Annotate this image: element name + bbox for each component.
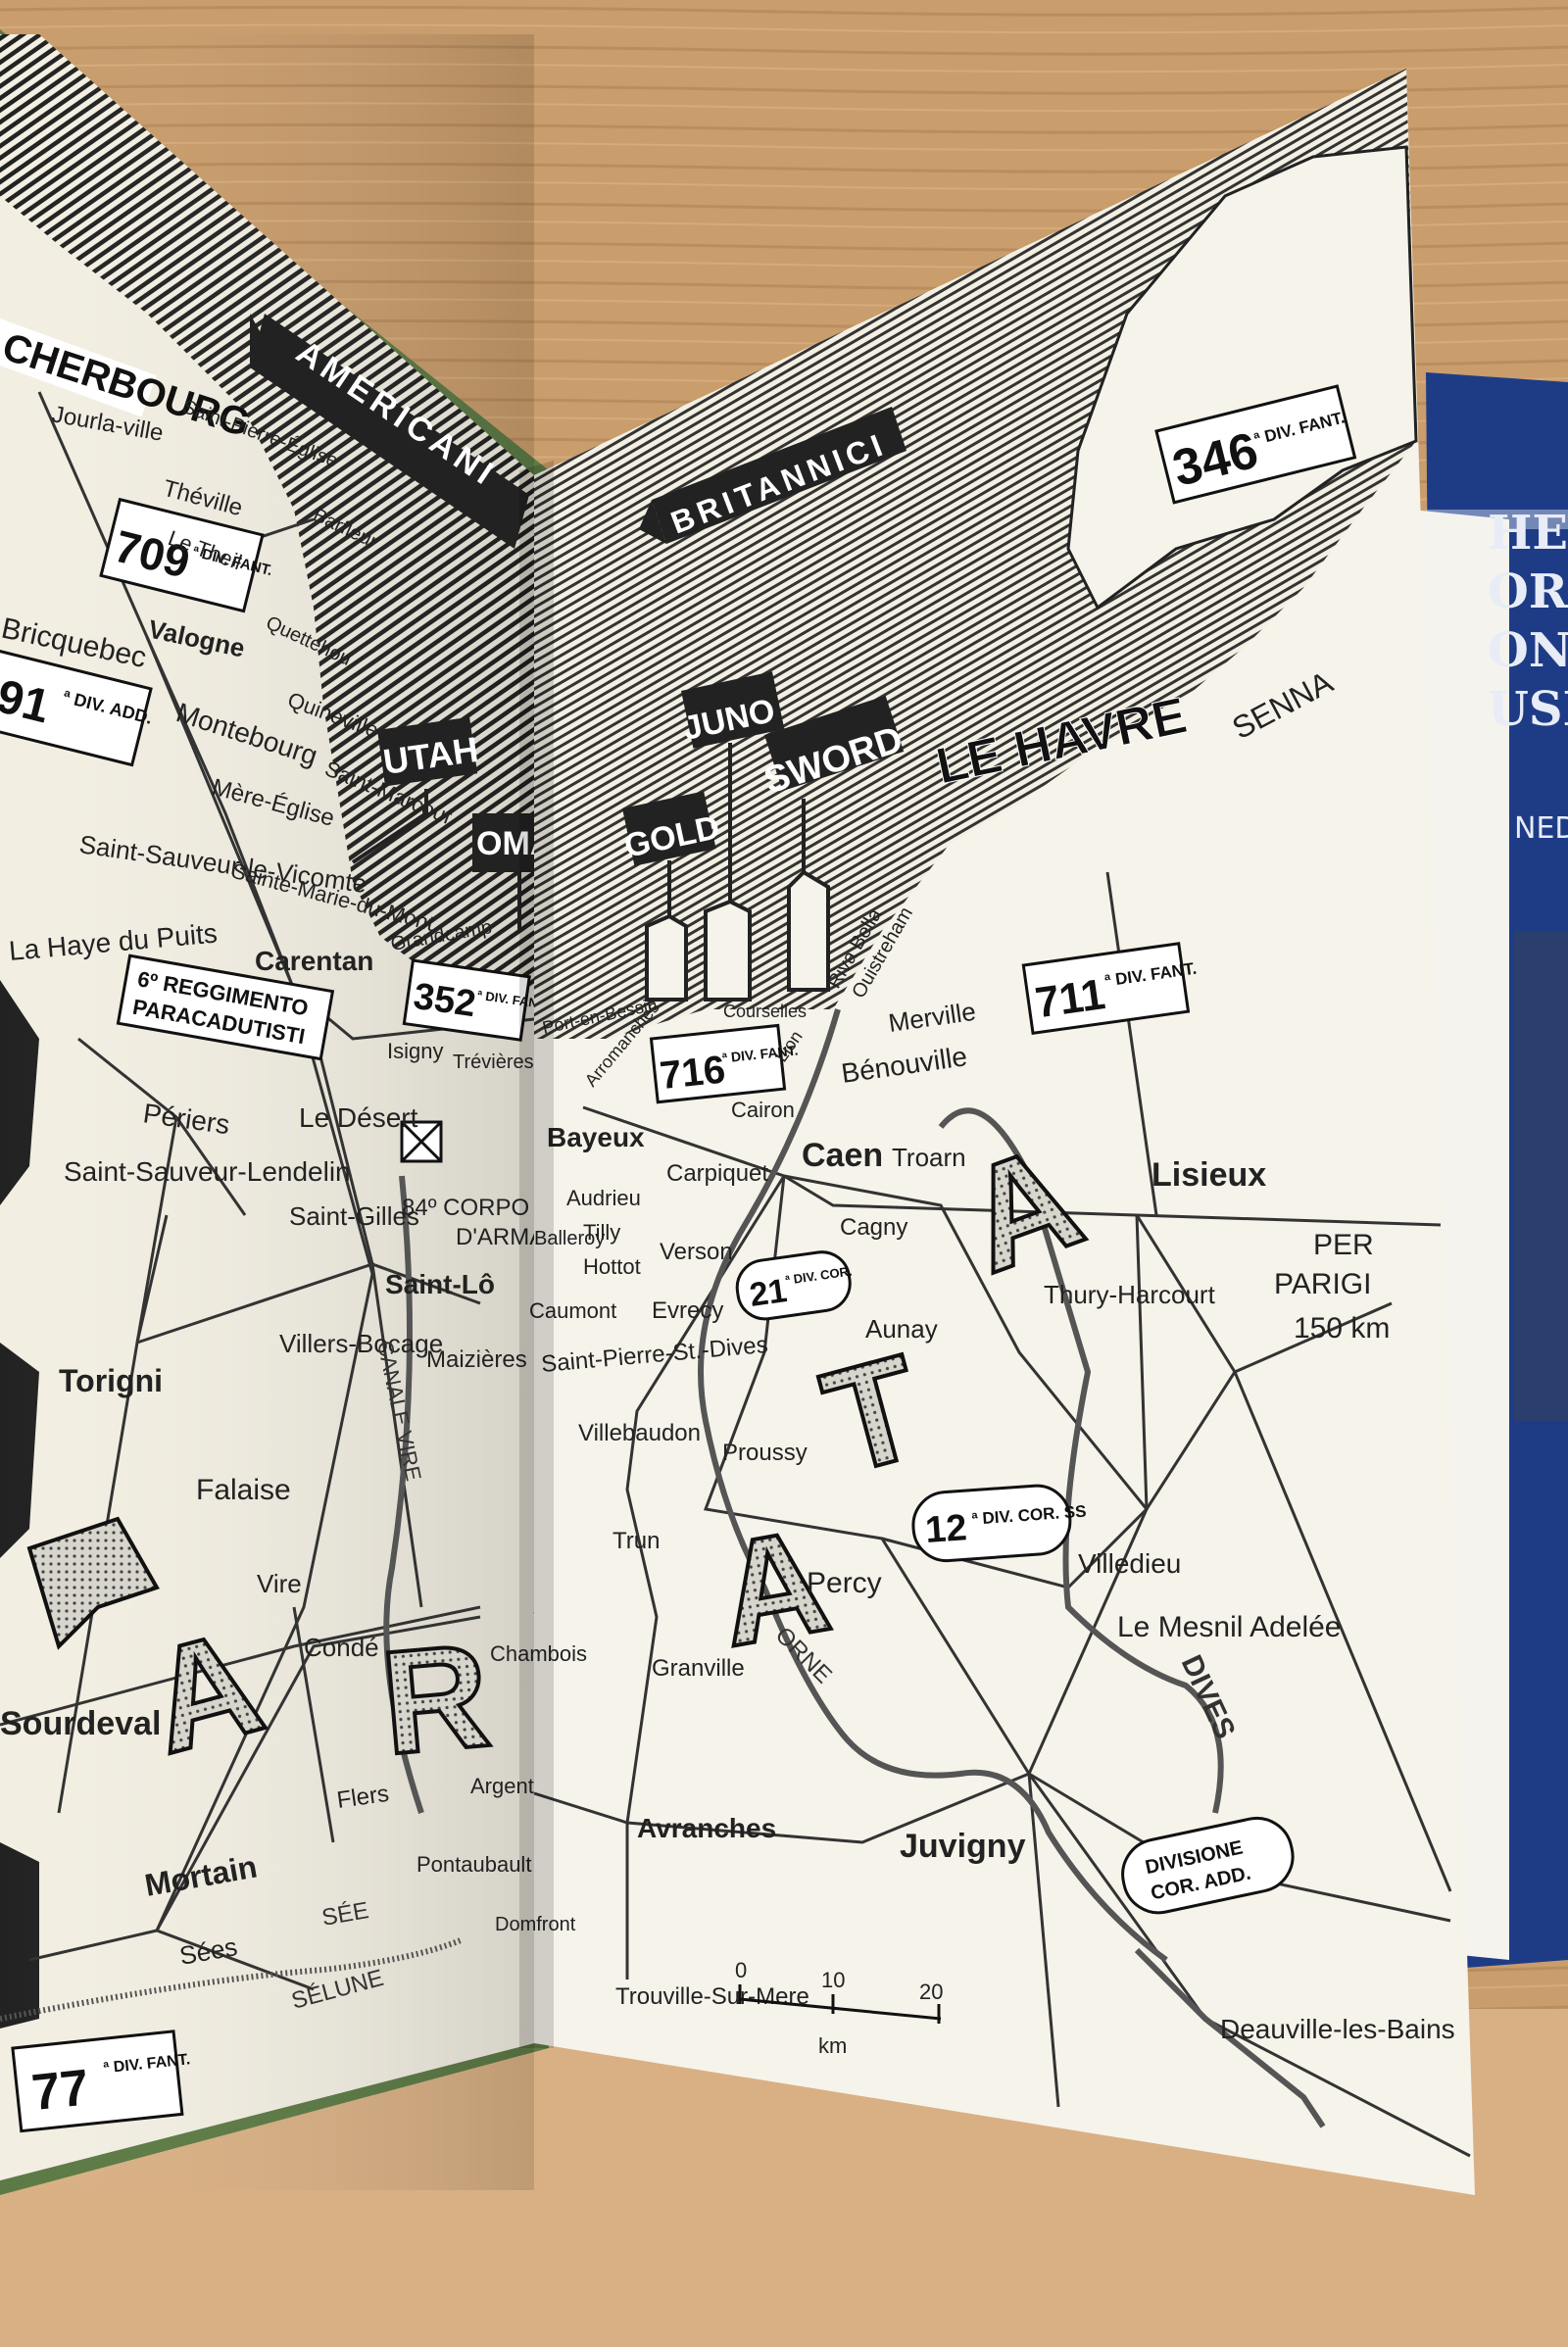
town-carentan: Carentan <box>255 946 373 976</box>
town-granville: Sourdeval <box>0 1705 161 1742</box>
town-canisy: Villers-Bocage <box>279 1329 443 1358</box>
paris-line-2: PARIGI <box>1274 1268 1371 1300</box>
spine-fragment-5: NED <box>1514 811 1568 846</box>
unit-12: 12 ª DIV. COR. SS <box>911 1484 1087 1563</box>
unit-352-number: 352 <box>411 976 478 1025</box>
town-hottot: Hottot <box>583 1254 641 1279</box>
town-villebaudon: Falaise <box>196 1474 291 1506</box>
town-falaise: Percy <box>807 1567 882 1599</box>
paris-line-3: 150 km <box>1294 1312 1390 1345</box>
town-st-sauveur-lendelin: Saint-Sauveur-Lendelin <box>64 1156 351 1187</box>
scale-unit: km <box>818 2033 847 2058</box>
town-evrecy: Evrecy <box>652 1297 723 1324</box>
town-bayeux: Bayeux <box>547 1122 645 1152</box>
spine-fragment-3: ONA <box>1488 623 1568 678</box>
unit-21-number: 21 <box>748 1272 790 1314</box>
town-troarn: Troarn <box>892 1143 966 1172</box>
town-courselles: Courselles <box>723 1002 807 1021</box>
scale-bar: 0 10 20 km <box>735 1958 943 2058</box>
right-page: BRITANNICI GOLD JUNO SWORD LE HAVRE SENN… <box>490 69 1475 2195</box>
town-trun: Villedieu <box>1078 1548 1181 1579</box>
scale-tick-0: 0 <box>735 1958 747 1982</box>
town-isigny: Isigny <box>387 1039 443 1063</box>
beach-tag-juno: JUNO <box>680 671 785 1002</box>
scale-tick-20: 20 <box>919 1980 943 2004</box>
town-conde: Granville <box>652 1655 745 1682</box>
town-cagny: Cagny <box>840 1214 907 1241</box>
town-lisieux: Lisieux <box>1152 1156 1266 1194</box>
town-torigni: Maizières <box>426 1346 527 1373</box>
town-caumont: Caumont <box>529 1298 616 1323</box>
town-proussy: Trun <box>612 1528 660 1554</box>
unit-711: 711 ª DIV. FANT. <box>1021 942 1198 1036</box>
unit-12-number: 12 <box>924 1507 968 1551</box>
town-flers: Avranches <box>637 1813 776 1843</box>
town-aunay: Villebaudon <box>578 1420 701 1446</box>
town-st-gilles: Saint-Gilles <box>289 1201 419 1231</box>
town-st-pierre-dives: Thury-Harcourt <box>1044 1280 1216 1309</box>
unit-711-number: 711 <box>1032 970 1107 1027</box>
paris-line-1: PER <box>1313 1229 1374 1261</box>
spine-fragment-1: HE <box>1488 506 1568 561</box>
town-cairon: Cairon <box>731 1098 795 1122</box>
town-audrieu: Audrieu <box>566 1186 641 1210</box>
town-argentan: Juvigny <box>900 1828 1026 1865</box>
town-tilly: Tilly <box>583 1220 620 1245</box>
town-juvigny: Pontaubault <box>416 1852 531 1877</box>
unit-709: 709 ª DIV. FANT. <box>99 497 274 613</box>
unit-21: 21 ª DIV. COR. <box>735 1250 853 1321</box>
town-vire: Chambois <box>490 1641 587 1666</box>
book-gutter <box>519 461 554 2048</box>
town-domfront: Trouville-Sur-Mere <box>615 1983 809 2010</box>
town-sees: Deauville-les-Bains <box>1220 2014 1455 2044</box>
town-carpiquet: Carpiquet <box>666 1160 768 1187</box>
town-le-desert: Le Désert <box>299 1102 418 1133</box>
scale-tick-10: 10 <box>821 1968 845 1992</box>
town-chambois: Le Mesnil Adelée <box>1117 1611 1342 1643</box>
corps-line-1: 84º CORPO <box>402 1195 529 1221</box>
unit-346: 346 ª DIV. FANT. <box>1154 384 1357 505</box>
spine-fragment-2: ORD <box>1488 564 1568 619</box>
town-mortain: Domfront <box>495 1914 576 1935</box>
town-percy: Vire <box>257 1569 302 1598</box>
spine-fragment-4: USE <box>1488 682 1568 737</box>
beach-tag-utah: UTAH <box>351 716 480 864</box>
big-letter-r: R <box>375 1612 496 1785</box>
unit-77-number: 77 <box>29 2059 92 2122</box>
unit-91: 91 ª DIV. ADD. <box>0 648 155 767</box>
town-maizieres: Aunay <box>865 1314 938 1344</box>
town-coutances: Torigni <box>59 1363 163 1398</box>
unit-716: 716 ª DIV. FANT. <box>649 1023 799 1104</box>
town-caen: Caen <box>802 1137 883 1174</box>
unit-716-number: 716 <box>658 1048 727 1098</box>
armored-division: DIVISIONE COR. ADD. <box>1121 1816 1295 1915</box>
town-thury-harcourt: Proussy <box>722 1440 808 1466</box>
town-trevieres: Trévières <box>453 1051 534 1073</box>
town-saint-lo: Saint-Lô <box>385 1269 495 1299</box>
town-balleroy: Balleroy <box>534 1228 605 1249</box>
unit-77: 77 ª DIV. FANT. <box>11 2029 191 2133</box>
town-verson: Verson <box>660 1239 733 1265</box>
town-villedieu: Condé <box>304 1633 379 1662</box>
paris-note: PER PARIGI 150 km <box>1274 1229 1390 1345</box>
